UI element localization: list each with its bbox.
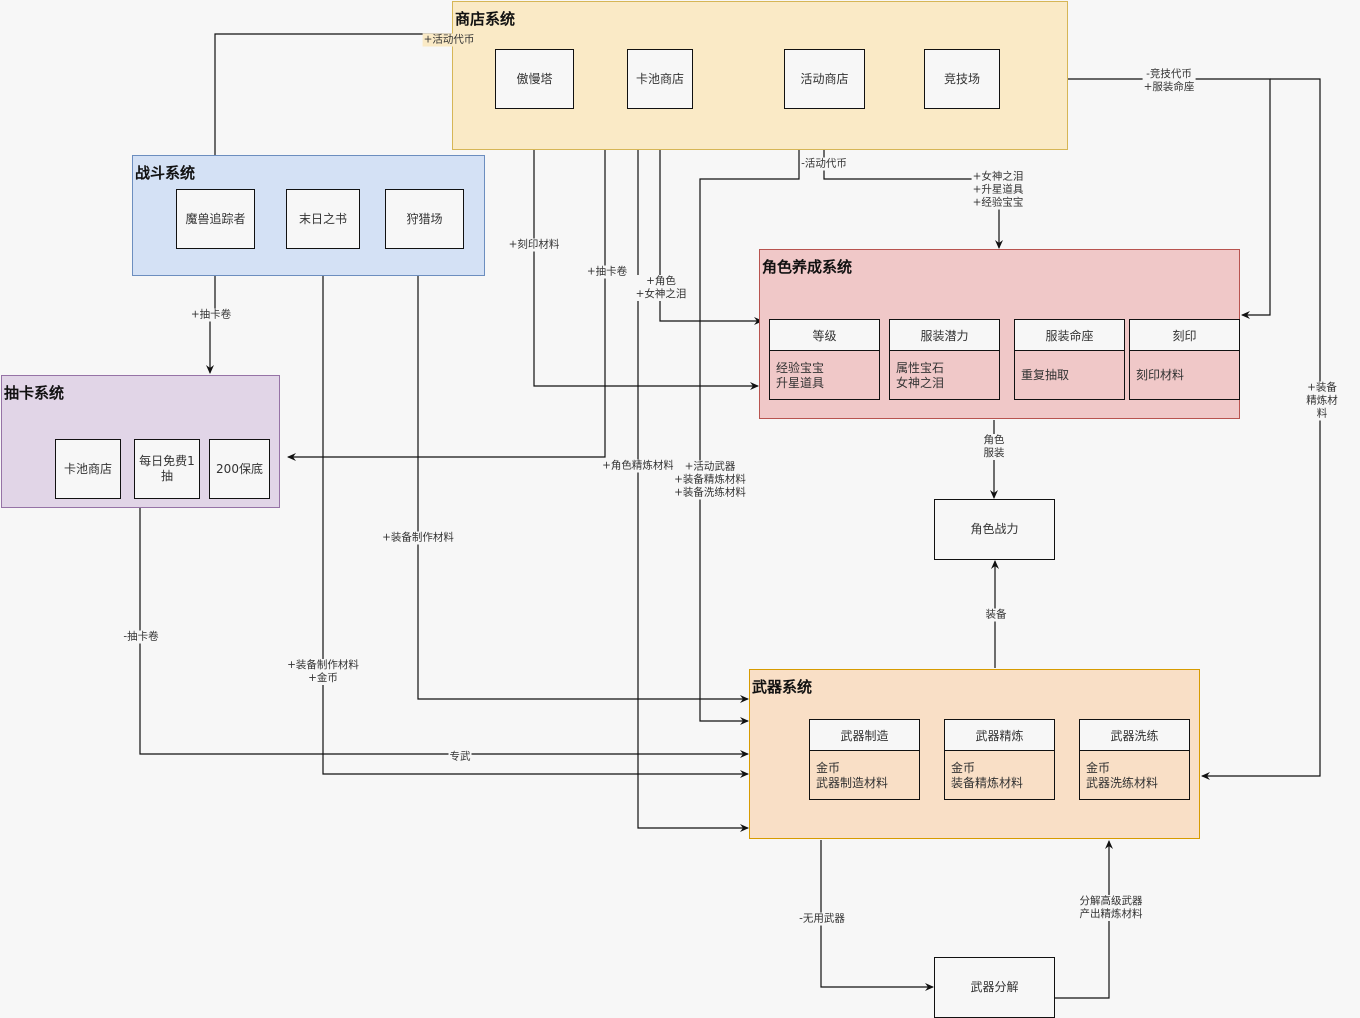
- card-body: 金币 武器洗练材料: [1086, 760, 1159, 790]
- shop-system-title: 商店系统: [455, 10, 516, 28]
- node-daily-free-pull[interactable]: 每日免费1抽: [134, 439, 200, 499]
- edge-label-pool-char: +角色 +女神之泪: [634, 275, 688, 301]
- card-header: 等级: [770, 320, 879, 351]
- edge-label-doom-out: +装备制作材料 +金币: [286, 659, 360, 685]
- node-gacha-pool-shop[interactable]: 卡池商店: [55, 439, 121, 499]
- card-body: 刻印材料: [1136, 368, 1185, 382]
- gacha-system-title: 抽卡系统: [4, 384, 65, 402]
- edge-doom-to-weapon: [322, 249, 749, 778]
- edge-label-char-to-power: 角色 服装: [982, 434, 1006, 460]
- char-card-level[interactable]: 等级 经验宝宝 升星道具: [769, 319, 880, 400]
- node-arena[interactable]: 竞技场: [924, 49, 1000, 109]
- node-pool-shop[interactable]: 卡池商店: [627, 49, 693, 109]
- char-card-imprint[interactable]: 刻印 刻印材料: [1129, 319, 1240, 400]
- edge-label-useless-weapon: -无用武器: [798, 912, 846, 926]
- card-body: 经验宝宝 升星道具: [776, 360, 825, 390]
- edge-label-event-to-char: +女神之泪 +升星道具 +经验宝宝: [971, 170, 1025, 210]
- edge-label-weapon-to-power: 装备: [984, 608, 1008, 622]
- node-200-pity[interactable]: 200保底: [209, 439, 270, 499]
- edge-label-decompose-out: 分解高级武器 产出精炼材料: [1078, 895, 1144, 921]
- card-header: 服装潜力: [890, 320, 999, 351]
- weapon-system-title: 武器系统: [752, 678, 813, 696]
- edge-label-gacha-ticket-minus: -抽卡卷: [122, 630, 160, 644]
- weapon-system-group: 武器系统 武器制造 金币 武器制造材料 武器精炼 金币 装备精炼材料 武器洗练 …: [749, 669, 1200, 839]
- card-body: 金币 武器制造材料: [816, 760, 889, 790]
- edge-hunt-to-weapon: [417, 249, 749, 703]
- edge-decompose-to-weapon: [1055, 840, 1113, 999]
- card-header: 武器洗练: [1080, 720, 1189, 751]
- card-header: 刻印: [1130, 320, 1239, 351]
- node-arrogance-tower[interactable]: 傲慢塔: [495, 49, 574, 109]
- node-character-power[interactable]: 角色战力: [934, 499, 1055, 560]
- edge-label-activity-token-plus: +活动代币: [422, 33, 476, 47]
- card-body: 金币 装备精炼材料: [951, 760, 1024, 790]
- node-doom-book[interactable]: 末日之书: [286, 189, 360, 249]
- card-body: 属性宝石 女神之泪: [896, 360, 945, 390]
- edge-label-char-refine: +角色精炼材料: [601, 459, 675, 473]
- character-system-title: 角色养成系统: [762, 258, 853, 276]
- card-header: 服装命座: [1015, 320, 1124, 351]
- card-header: 武器精炼: [945, 720, 1054, 751]
- node-hunting-ground[interactable]: 狩猎场: [385, 189, 464, 249]
- weapon-card-refine[interactable]: 武器精炼 金币 装备精炼材料: [944, 719, 1055, 800]
- card-body: 重复抽取: [1021, 368, 1070, 382]
- edge-label-activity-token-minus: -活动代币: [800, 157, 848, 171]
- battle-system-title: 战斗系统: [135, 164, 196, 182]
- edge-label-arena-out: -竞技代币 +服装命座: [1142, 68, 1196, 94]
- edge-label-hunter-ticket: +抽卡卷: [189, 308, 233, 322]
- edge-label-hunt-craft: +装备制作材料: [381, 531, 455, 545]
- edge-label-arena-refine: +装备精炼材料: [1303, 381, 1341, 421]
- weapon-card-craft[interactable]: 武器制造 金币 武器制造材料: [809, 719, 920, 800]
- edge-weapon-to-decompose: [820, 840, 934, 991]
- edge-arena-to-weapon: [1201, 78, 1321, 780]
- edge-arena-to-char: [1000, 78, 1271, 319]
- node-event-shop[interactable]: 活动商店: [784, 49, 865, 109]
- node-beast-hunter[interactable]: 魔兽追踪者: [176, 189, 255, 249]
- edge-gacha-to-weapon: [139, 508, 749, 758]
- edge-pool-to-weapon: [637, 109, 749, 832]
- edge-event-to-weapon: [699, 109, 800, 725]
- edge-label-tower-imprint: +刻印材料: [507, 238, 561, 252]
- edge-tower-to-char: [533, 109, 759, 390]
- weapon-card-reforge[interactable]: 武器洗练 金币 武器洗练材料: [1079, 719, 1190, 800]
- char-card-outfit-potential[interactable]: 服装潜力 属性宝石 女神之泪: [889, 319, 1000, 400]
- char-card-outfit-constellation[interactable]: 服装命座 重复抽取: [1014, 319, 1125, 400]
- edge-pool-to-char: [659, 109, 763, 325]
- edge-label-pool-ticket: +抽卡卷: [585, 265, 629, 279]
- edge-label-event-weapon: +活动武器 +装备精炼材料 +装备洗练材料: [673, 460, 747, 500]
- character-system-group: 角色养成系统 等级 经验宝宝 升星道具 服装潜力 属性宝石 女神之泪 服装命座 …: [759, 249, 1240, 419]
- card-header: 武器制造: [810, 720, 919, 751]
- node-weapon-decompose[interactable]: 武器分解: [934, 957, 1055, 1018]
- edge-label-exclusive-weapon: 专武: [448, 750, 472, 764]
